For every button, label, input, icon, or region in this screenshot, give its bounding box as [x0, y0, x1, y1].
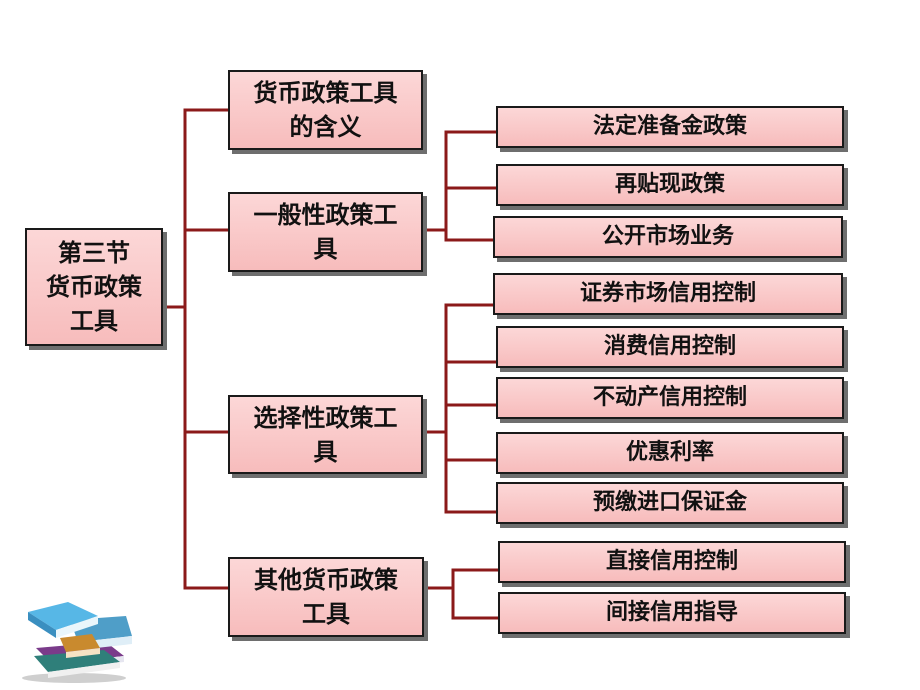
leaf-label: 优惠利率 [625, 440, 714, 465]
leaf-node: 消费信用控制 [496, 326, 844, 368]
leaf-label: 法定准备金政策 [592, 114, 747, 139]
leaf-label: 再贴现政策 [614, 172, 725, 197]
leaf-node: 证券市场信用控制 [493, 273, 843, 315]
category-node-selective: 选择性政策工 具 [228, 395, 423, 474]
leaf-label: 间接信用指导 [605, 600, 738, 625]
leaf-node: 直接信用控制 [498, 541, 846, 583]
leaf-node: 再贴现政策 [496, 164, 844, 206]
books-stack-icon [22, 602, 132, 683]
category-label: 其他货币政策 工具 [254, 566, 398, 628]
category-label: 一般性政策工 具 [253, 201, 398, 263]
category-node-general: 一般性政策工 具 [228, 192, 423, 272]
category-node-other: 其他货币政策 工具 [228, 557, 424, 637]
leaf-label: 消费信用控制 [603, 334, 736, 359]
root-label: 第三节 货币政策 工具 [46, 239, 142, 335]
leaf-node: 预缴进口保证金 [496, 482, 844, 524]
category-label: 货币政策工具 的含义 [253, 79, 398, 141]
leaf-label: 证券市场信用控制 [579, 281, 756, 306]
root-node: 第三节 货币政策 工具 [25, 228, 163, 346]
leaf-node: 法定准备金政策 [496, 106, 844, 148]
leaf-label: 不动产信用控制 [592, 385, 747, 410]
leaf-node: 不动产信用控制 [496, 377, 844, 419]
leaf-label: 公开市场业务 [601, 224, 734, 249]
leaf-node: 间接信用指导 [498, 592, 846, 634]
category-node-definition: 货币政策工具 的含义 [228, 70, 423, 150]
leaf-node: 优惠利率 [496, 432, 844, 474]
leaf-label: 预缴进口保证金 [592, 490, 747, 515]
leaf-label: 直接信用控制 [605, 549, 738, 574]
category-label: 选择性政策工 具 [253, 403, 398, 466]
leaf-node: 公开市场业务 [493, 216, 843, 258]
